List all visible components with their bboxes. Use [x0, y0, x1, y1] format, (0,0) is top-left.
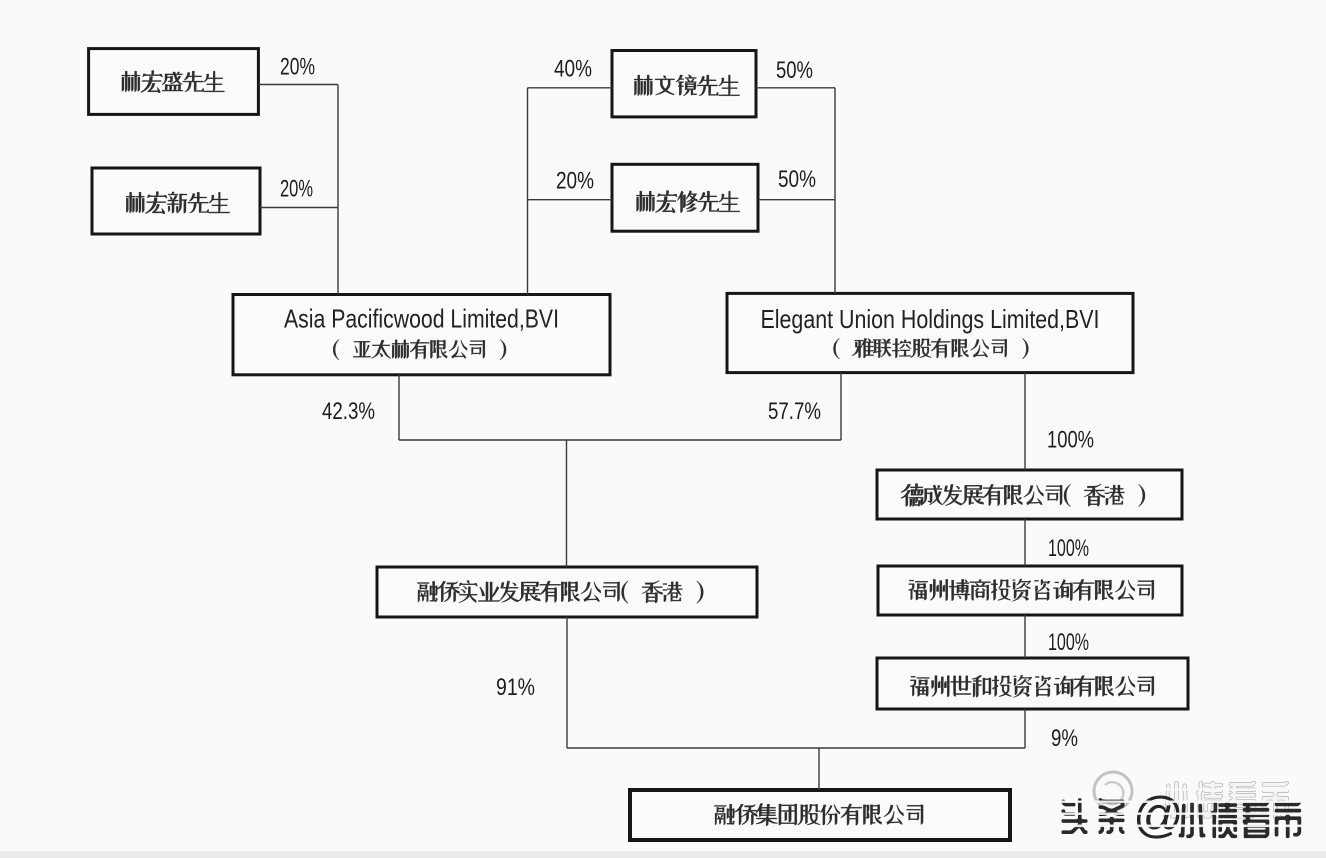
svg-text:20%: 20%	[280, 176, 313, 203]
svg-text:42.3%: 42.3%	[322, 398, 375, 425]
svg-text:40%: 40%	[554, 56, 592, 83]
svg-text:9%: 9%	[1051, 725, 1078, 752]
svg-text:100%: 100%	[1048, 535, 1089, 562]
svg-text:100%: 100%	[1048, 629, 1089, 656]
svg-text:100%: 100%	[1047, 427, 1094, 454]
svg-text:50%: 50%	[776, 57, 813, 84]
svg-text:57.7%: 57.7%	[768, 398, 821, 425]
svg-text:Asia Pacificwood Limited,BVI: Asia Pacificwood Limited,BVI	[284, 304, 559, 334]
svg-text:@: @	[1133, 787, 1184, 843]
svg-text:Elegant Union Holdings Limited: Elegant Union Holdings Limited,BVI	[761, 304, 1100, 334]
svg-text:91%: 91%	[496, 674, 535, 701]
svg-text:20%: 20%	[556, 168, 594, 195]
svg-text:20%: 20%	[280, 54, 315, 81]
svg-text:50%: 50%	[778, 166, 816, 193]
